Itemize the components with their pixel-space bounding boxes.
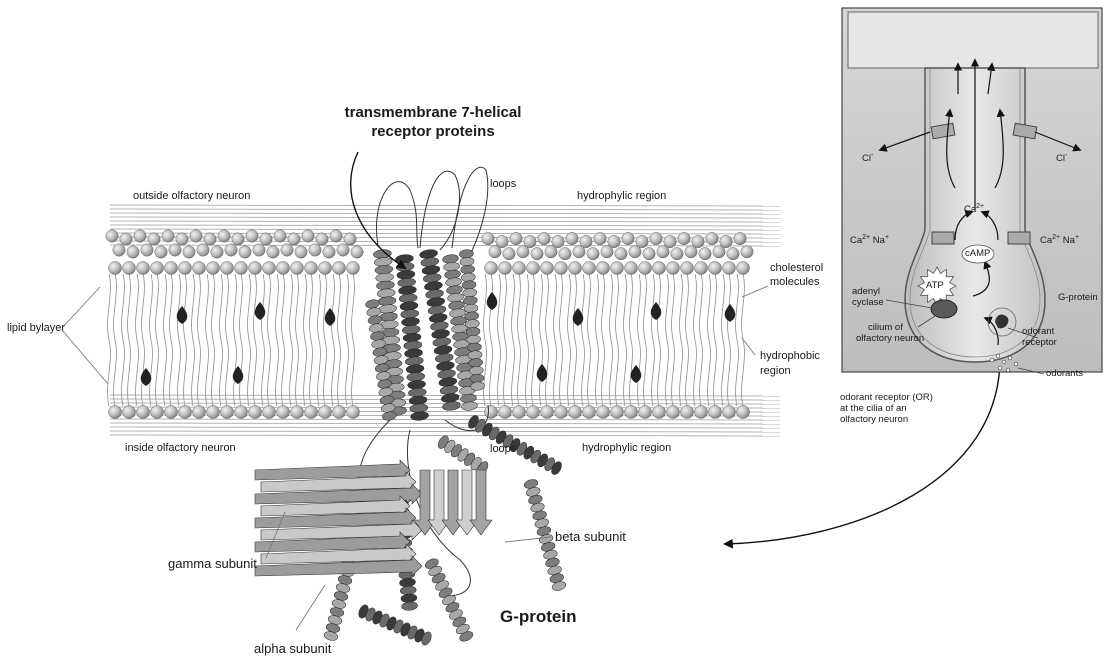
caption-line-2: at the cilia of an [840, 403, 907, 414]
inset-ions-left: Ca2+ Na+ [850, 234, 889, 247]
inset-ions-right: Ca2+ Na+ [1040, 234, 1079, 247]
inset-cilium-1: cilium of [868, 322, 903, 333]
label-g-protein: G-protein [500, 607, 577, 627]
label-cholesterol-2: molecules [770, 276, 820, 289]
title-line-2: receptor proteins [318, 123, 548, 140]
inset-atp: ATP [926, 280, 944, 291]
inset-adenyl-2: cyclase [852, 297, 884, 308]
label-outside-neuron: outside olfactory neuron [133, 190, 250, 203]
inset-cl-left: Cl- [862, 152, 873, 165]
inset-odorant-2: receptor [1022, 337, 1057, 348]
label-loops-bottom: loops [490, 443, 516, 456]
label-hydrophylic-bottom: hydrophylic region [582, 442, 671, 455]
label-cholesterol-1: cholesterol [770, 262, 823, 275]
label-lipid-bylayer: lipid bylayer [7, 322, 65, 335]
caption-line-3: olfactory neuron [840, 414, 908, 425]
inset-adenyl-1: adenyl [852, 286, 880, 297]
label-inside-neuron: inside olfactory neuron [125, 442, 236, 455]
label-hydrophobic-2: region [760, 365, 791, 378]
label-gamma-subunit: gamma subunit [168, 557, 257, 572]
inset-ca-center: Ca2+ [964, 203, 984, 216]
label-beta-subunit: beta subunit [555, 530, 626, 545]
label-hydrophylic-top: hydrophylic region [577, 190, 666, 203]
inset-g-protein: G-protein [1058, 292, 1098, 303]
caption-line-1: odorant receptor (OR) [840, 392, 933, 403]
inset-cl-right: Cl- [1056, 152, 1067, 165]
label-loops-top: loops [490, 178, 516, 191]
inset-camp: cAMP [965, 248, 990, 259]
inset-odorant-1: odorant [1022, 326, 1054, 337]
olfactory-cilium-inset [842, 8, 1102, 374]
inset-odorants: odorants [1046, 368, 1083, 379]
inset-cilium-2: olfactory neuron [856, 333, 924, 344]
link-arrow [725, 358, 1000, 544]
title-line-1: transmembrane 7-helical [318, 104, 548, 121]
label-alpha-subunit: alpha subunit [254, 642, 331, 657]
label-hydrophobic-1: hydrophobic [760, 350, 820, 363]
